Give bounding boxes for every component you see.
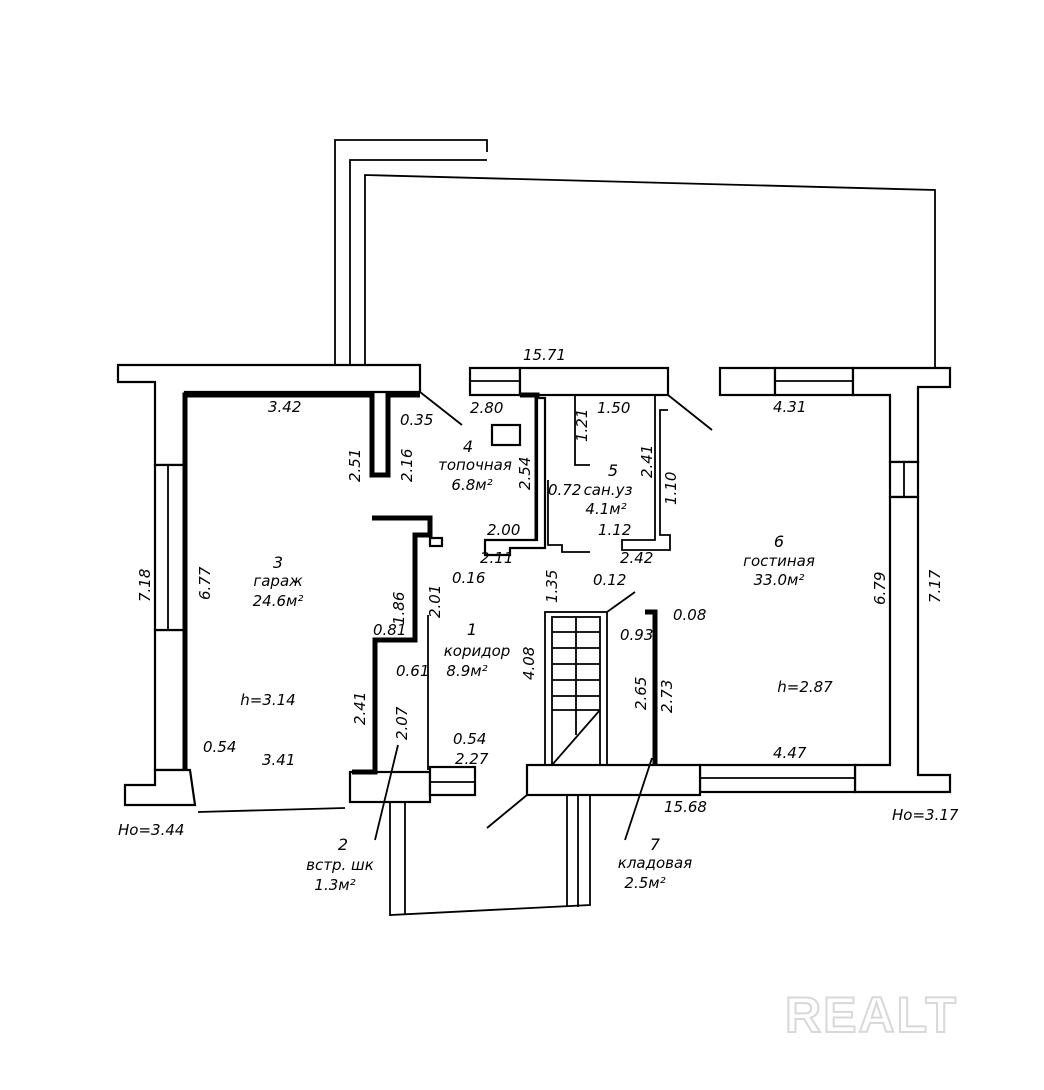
dim-label: 0.35 — [400, 411, 433, 429]
room-6: 6 гостиная 33.0м² h=2.87 — [743, 532, 833, 696]
room-number: 5 — [608, 461, 618, 480]
room-name: сан.уз — [584, 481, 633, 499]
dim-label: 2.16 — [398, 449, 416, 482]
dim-label: 4.47 — [773, 744, 807, 762]
dim-label: 4.31 — [773, 398, 806, 416]
room-2: 2 встр. шк 1.3м² — [306, 835, 374, 894]
dim-label: 0.72 — [548, 481, 581, 499]
dim-label: 0.16 — [452, 569, 485, 587]
dim-label: 15.68 — [664, 798, 707, 816]
dim-label: 0.81 — [373, 621, 406, 639]
walls — [116, 363, 952, 916]
dim-label: 2.11 — [480, 549, 513, 567]
dim-label: 3.41 — [262, 751, 295, 769]
room-number: 4 — [463, 437, 473, 456]
room-number: 7 — [650, 835, 661, 854]
dim-label: 3.42 — [268, 398, 301, 416]
ground-height-right: Hо=3.17 — [892, 806, 959, 824]
room-name: кладовая — [618, 854, 692, 872]
room-4: 4 топочная 6.8м² — [438, 437, 512, 494]
ground-height-left: Hо=3.44 — [118, 821, 184, 839]
dim-label: 2.01 — [426, 585, 444, 618]
dim-label: 2.73 — [658, 680, 676, 713]
room-name: топочная — [438, 456, 512, 474]
watermark-logo: REALT — [785, 987, 958, 1043]
dim-label: 2.51 — [346, 449, 364, 482]
dim-label: 2.07 — [393, 706, 411, 740]
room-1: 1 коридор 8.9м² — [444, 620, 511, 680]
room-3: 3 гараж 24.6м² h=3.14 — [240, 553, 303, 709]
dim-label: 1.10 — [662, 472, 680, 505]
terrace-outline — [334, 139, 936, 368]
ceiling-height: h=3.14 — [240, 691, 295, 709]
room-area: 24.6м² — [253, 592, 304, 610]
dim-label: 1.50 — [597, 399, 630, 417]
dim-label: 0.61 — [396, 662, 429, 680]
room-area: 33.0м² — [754, 571, 805, 589]
dim-label: 7.18 — [136, 569, 154, 602]
dim-label: 1.21 — [573, 409, 591, 442]
dim-label: 1.12 — [598, 521, 631, 539]
room-area: 8.9м² — [446, 662, 487, 680]
room-number: 1 — [467, 620, 477, 639]
dim-label: 0.54 — [453, 730, 486, 748]
dim-label: 2.54 — [516, 457, 534, 490]
dim-label: 2.27 — [455, 750, 489, 768]
dim-label: 1.86 — [390, 592, 408, 625]
dim-label: 1.35 — [543, 570, 561, 603]
room-name: встр. шк — [306, 856, 374, 874]
dimensions: 15.71 15.68 3.42 7.18 6.77 3.41 0.54 2.5… — [136, 346, 944, 816]
room-name: гостиная — [743, 552, 815, 570]
dim-label: 6.77 — [196, 566, 214, 600]
room-area: 2.5м² — [624, 874, 665, 892]
room-area: 4.1м² — [585, 500, 626, 518]
room-area: 1.3м² — [314, 876, 355, 894]
dim-label: 2.42 — [620, 549, 653, 567]
dim-label: 6.79 — [871, 572, 889, 605]
dim-label: 15.71 — [523, 346, 566, 364]
room-area: 6.8м² — [451, 476, 492, 494]
dim-label: 2.41 — [351, 692, 369, 725]
dim-label: 2.65 — [632, 677, 650, 710]
dim-label: 0.12 — [593, 571, 626, 589]
ceiling-height: h=2.87 — [777, 678, 833, 696]
dim-label: 4.08 — [520, 647, 538, 680]
room-7: 7 кладовая 2.5м² — [618, 835, 692, 892]
room-number: 2 — [338, 835, 348, 854]
dim-label: 7.17 — [926, 569, 944, 603]
inner-walls — [182, 391, 713, 775]
room-name: коридор — [444, 642, 511, 660]
dim-label: 2.00 — [487, 521, 520, 539]
staircase — [374, 591, 653, 841]
room-5: 5 сан.уз 4.1м² — [584, 461, 633, 518]
dim-label: 2.41 — [638, 445, 656, 478]
dim-label: 0.54 — [203, 738, 236, 756]
room-number: 3 — [273, 553, 283, 572]
room-number: 6 — [774, 532, 784, 551]
dim-label: 0.08 — [673, 606, 706, 624]
dim-label: 0.93 — [620, 626, 653, 644]
dim-label: 2.80 — [470, 399, 503, 417]
room-name: гараж — [253, 572, 303, 590]
